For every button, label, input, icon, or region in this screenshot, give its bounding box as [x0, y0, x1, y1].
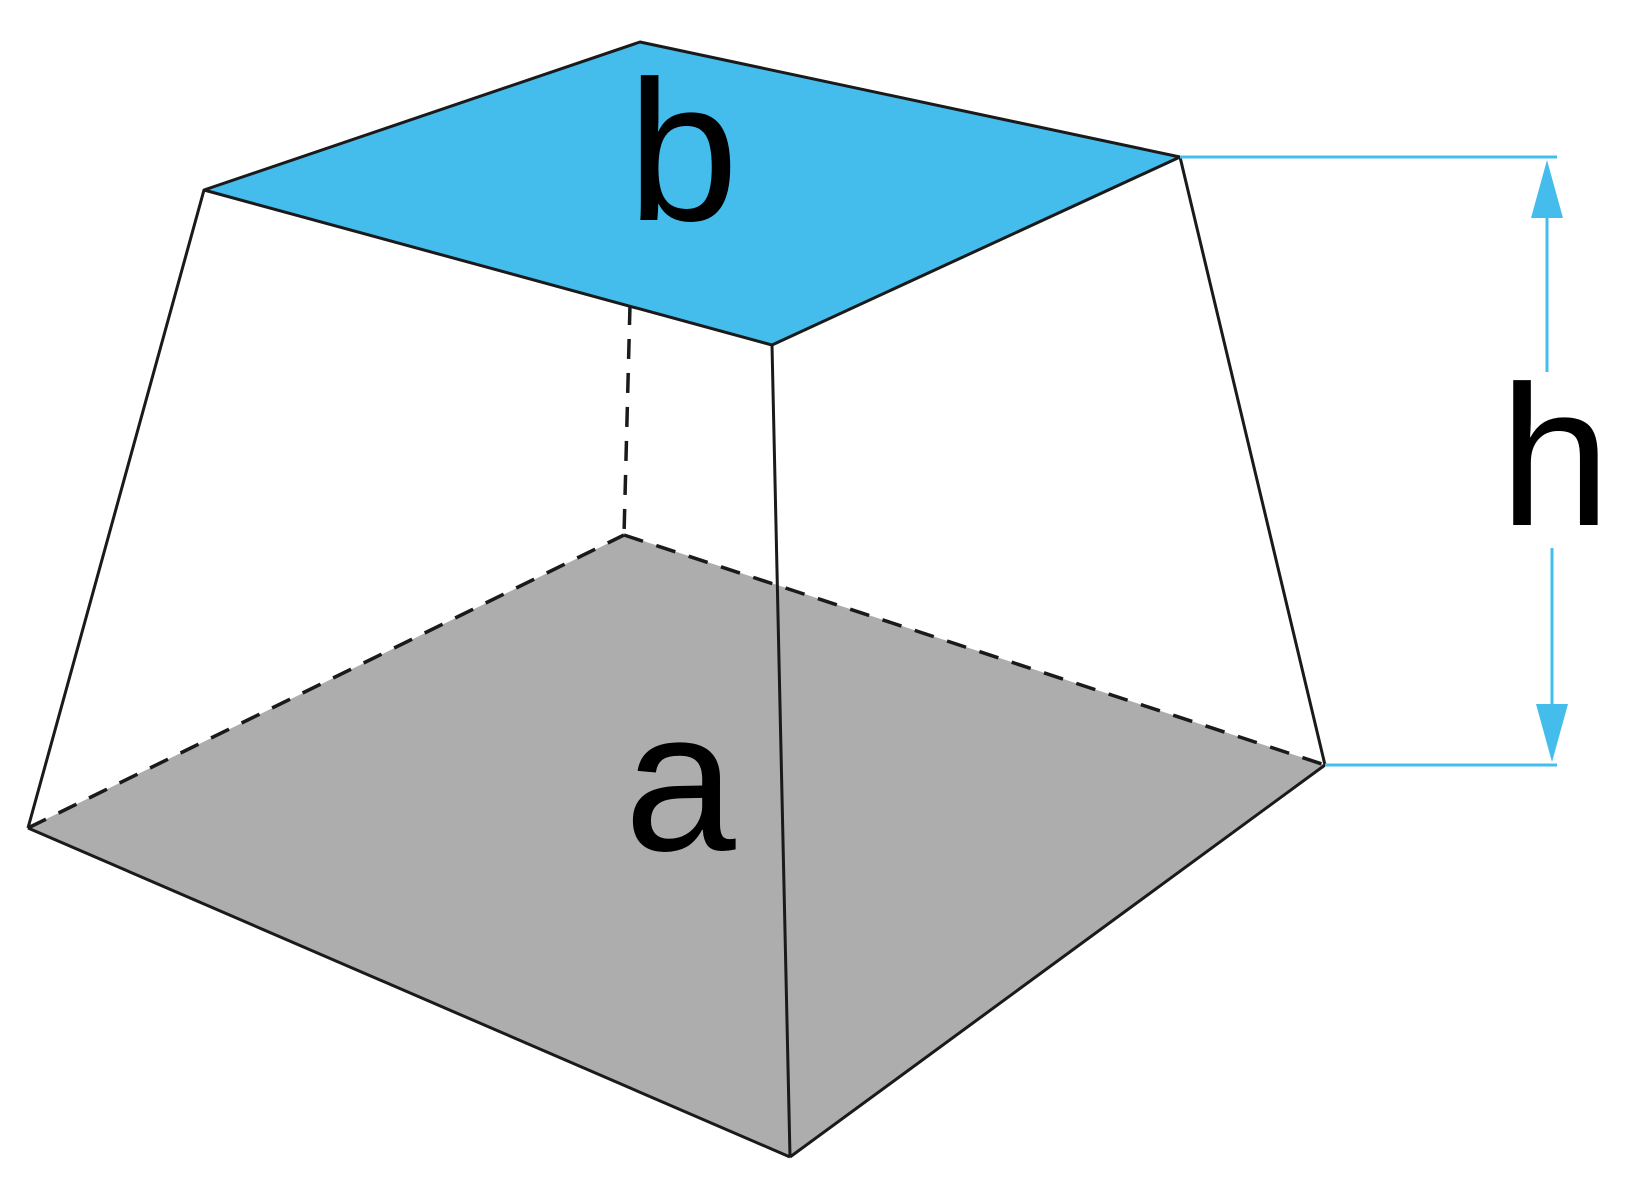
- arrow-up-icon: [1531, 160, 1563, 218]
- bottom-edge-front-right: [789, 763, 1326, 1159]
- hidden-edge-back-left: [27, 533, 625, 830]
- label-b: b: [627, 40, 738, 263]
- lateral-edge-left: [26, 189, 206, 829]
- hidden-edge-vertical: [622, 304, 632, 536]
- hidden-edge-back-right: [623, 533, 1326, 767]
- lateral-edge-right: [1178, 156, 1327, 766]
- label-h: h: [1499, 345, 1610, 568]
- label-a: a: [624, 670, 736, 893]
- arrow-down-icon: [1536, 704, 1568, 762]
- bottom-edge-front-left: [27, 826, 791, 1159]
- lateral-edge-front: [770, 344, 792, 1158]
- height-dimension: [1180, 155, 1568, 767]
